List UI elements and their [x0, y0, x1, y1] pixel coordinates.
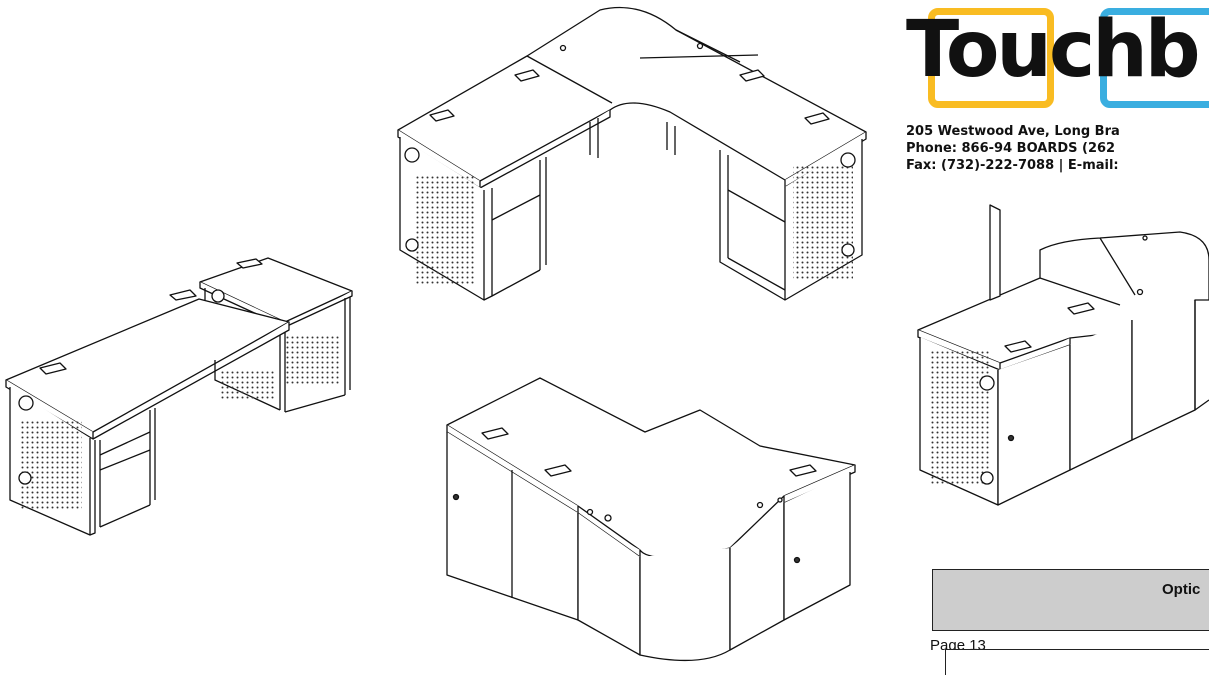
phone-line: Phone: 866-94 BOARDS (262: [906, 141, 1116, 156]
desk-straight-open-frame: [5, 257, 353, 536]
company-contact-block: 205 Westwood Ave, Long Bra Phone: 866-94…: [906, 123, 1209, 174]
desk-cabinet-partial: [917, 204, 1209, 506]
options-header-text: Optic: [1162, 581, 1201, 598]
options-table-body: [945, 649, 1209, 675]
address-line: 205 Westwood Ave, Long Bra: [906, 124, 1120, 139]
touchboards-logo: Touchb: [898, 0, 1209, 110]
logo-wordmark: Touchb: [906, 5, 1201, 95]
desk-l-shape-open-frame: [397, 6, 867, 301]
desk-l-shape-cabinet: [446, 377, 856, 662]
logo-yellow-frame: [928, 8, 1054, 108]
fax-email-line: Fax: (732)-222-7088 | E-mail:: [906, 158, 1119, 173]
options-table-header: Optic: [932, 569, 1209, 631]
logo-blue-frame: [1100, 8, 1209, 108]
